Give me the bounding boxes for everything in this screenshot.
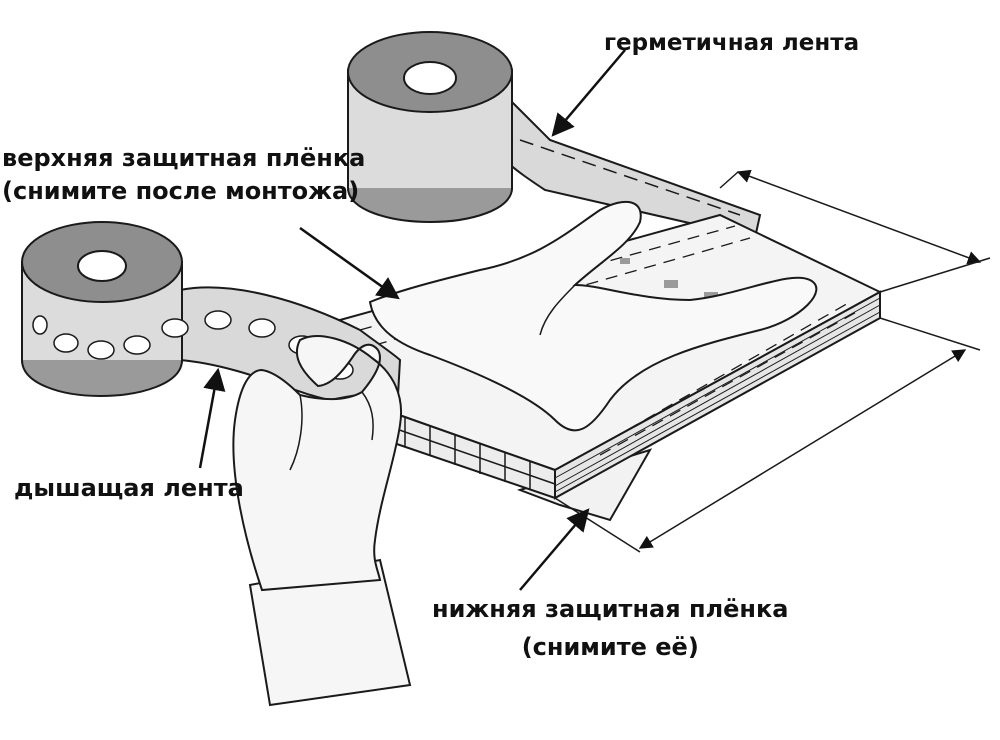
dimension-lines — [554, 169, 991, 553]
top-film-label: верхняя защитная плёнка (снимите после м… — [2, 142, 365, 208]
top-film-arrow — [299, 226, 400, 300]
bottom-film-label-line1: нижняя защитная плёнка — [432, 595, 789, 623]
breathable-tape-roll — [21, 221, 402, 402]
bottom-film-label: нижняя защитная плёнка (снимите её) — [432, 590, 788, 666]
sealing-tape-arrow — [551, 49, 626, 137]
bottom-film-arrow — [519, 508, 590, 591]
hand — [232, 335, 412, 707]
sealing-tape-roll — [347, 31, 762, 240]
leader-arrows — [198, 49, 626, 591]
breathable-tape-arrow — [198, 367, 226, 469]
sealing-tape-label: герметичная лента — [604, 30, 860, 56]
bottom-film-label-line2: (снимите её) — [521, 633, 699, 661]
top-film-label-line2: (снимите после монтожа) — [2, 177, 360, 205]
breathable-tape-label: дышащая лента — [14, 474, 244, 502]
top-film-label-line1: верхняя защитная плёнка — [2, 144, 366, 172]
top-protective-film — [368, 201, 818, 432]
